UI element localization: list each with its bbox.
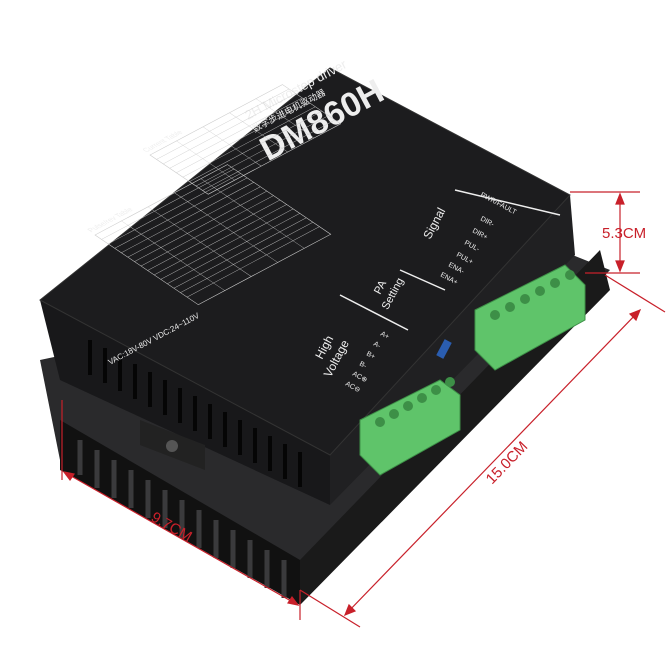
power-terminal-block[interactable] [359,377,461,476]
height-label: 5.3CM [602,225,646,242]
divider [399,269,446,291]
svg-text:Current Table: Current Table [140,129,185,154]
front-face [40,300,330,505]
svg-text:A-: A- [372,341,382,351]
signal-terminal-block[interactable] [474,264,586,371]
width-dimension [61,400,301,620]
heatsink-fins [60,420,300,605]
height-dimension [570,191,640,274]
svg-text:B-: B- [358,361,368,371]
divider [454,189,561,216]
divider [339,294,409,331]
length-dimension [299,274,666,628]
screw-icon [166,440,178,452]
svg-text:B+: B+ [365,351,376,361]
svg-text:A+: A+ [379,331,390,341]
pa-dip-switch[interactable] [436,339,452,359]
length-label: 15.0CM [483,438,532,488]
vent-slots [88,340,302,487]
top-face [39,67,571,456]
